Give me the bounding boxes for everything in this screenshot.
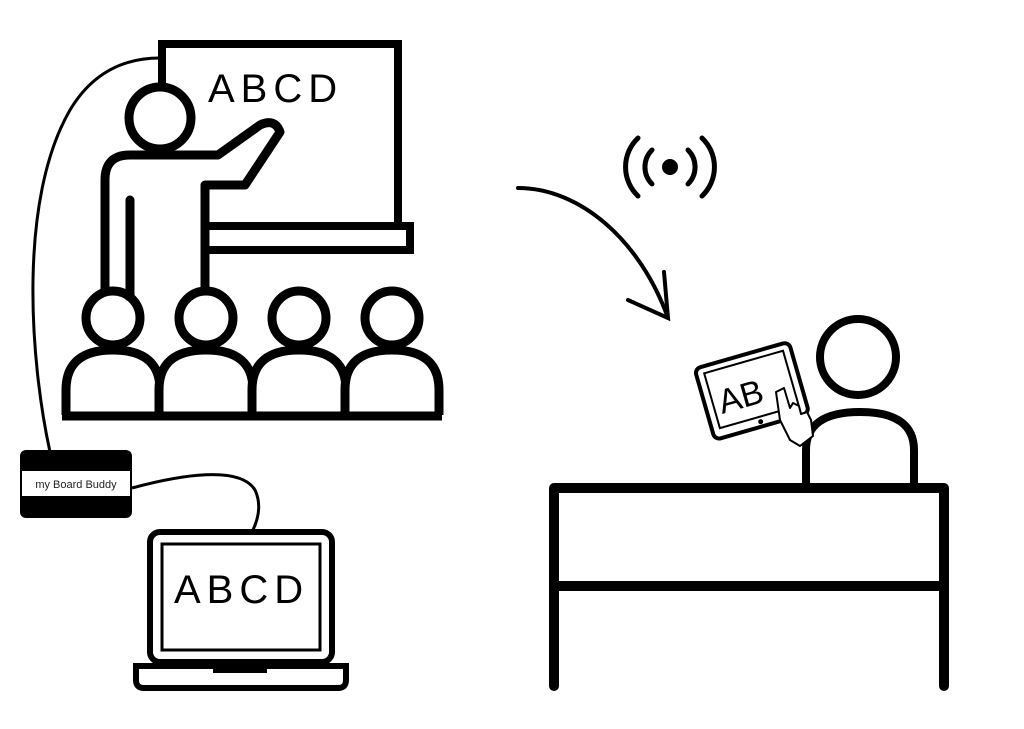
curved-arrow-icon (516, 186, 671, 322)
teacher-icon (100, 82, 285, 305)
laptop-screen-text: ABCD (174, 568, 309, 612)
laptop-cable (131, 473, 261, 533)
laptop-icon: ABCD (133, 529, 349, 691)
student-icon (61, 286, 444, 421)
desk-icon (549, 483, 949, 691)
seated-student-icon (802, 315, 918, 484)
whiteboard-text: ABCD (208, 67, 343, 111)
board-cable (31, 56, 161, 453)
device-label: my Board Buddy (35, 479, 117, 491)
board-buddy-device: my Board Buddy (20, 450, 132, 518)
wireless-signal-icon (623, 135, 717, 199)
hand-cursor-icon (775, 387, 814, 447)
